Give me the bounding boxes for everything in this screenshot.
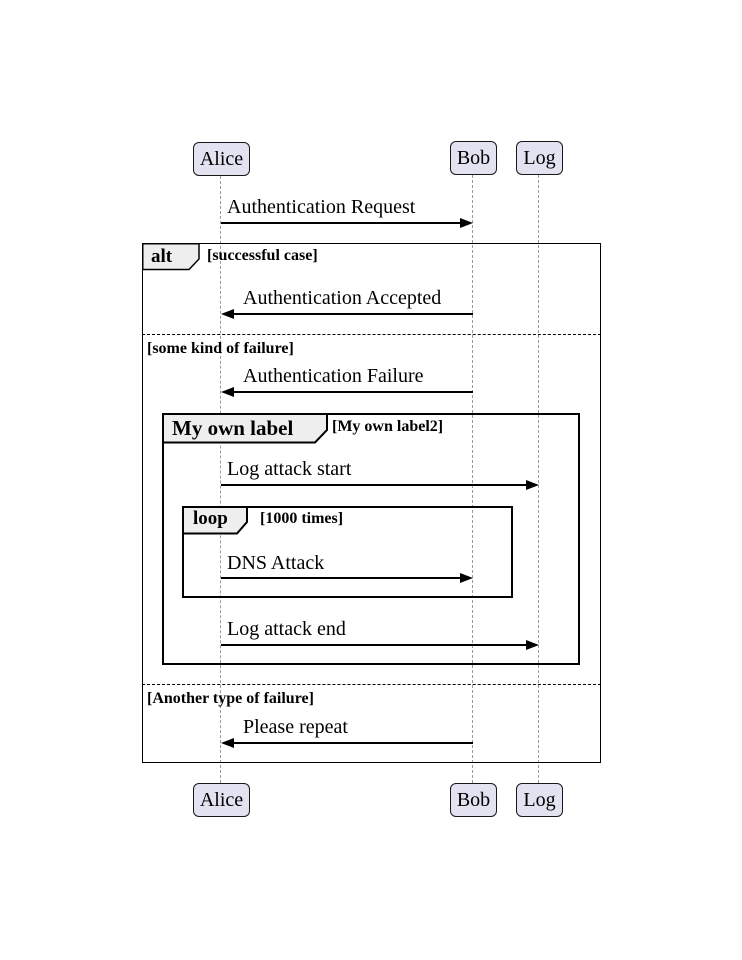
loop-frame	[182, 506, 513, 598]
message-label: Authentication Failure	[243, 365, 424, 387]
message-arrow-line	[221, 644, 528, 646]
lifeline-log	[538, 175, 539, 783]
message-arrow-line	[232, 742, 473, 744]
participant-log-top: Log	[516, 141, 563, 175]
arrowhead-right-icon	[460, 218, 473, 228]
group-keyword: My own label	[172, 416, 294, 440]
group-frame	[162, 413, 580, 665]
alt-keyword-pentagon	[142, 243, 200, 271]
message-label: DNS Attack	[227, 552, 325, 574]
alt-condition-2: [some kind of failure]	[147, 340, 294, 357]
participant-bob-top: Bob	[450, 141, 497, 175]
message-arrow-line	[221, 577, 462, 579]
message-label: Please repeat	[243, 716, 348, 738]
participant-alice-bottom: Alice	[193, 783, 250, 817]
message-arrow-line	[221, 484, 528, 486]
message-arrow-line	[221, 222, 462, 224]
arrowhead-right-icon	[460, 573, 473, 583]
lifeline-alice	[220, 176, 221, 783]
loop-keyword-shape	[182, 506, 248, 535]
arrowhead-left-icon	[221, 309, 234, 319]
lifeline-bob	[472, 175, 473, 783]
message-label: Authentication Accepted	[243, 287, 442, 309]
alt-section-divider-2	[142, 684, 601, 685]
alt-keyword-shape	[142, 243, 200, 271]
loop-keyword: loop	[193, 508, 228, 529]
message-arrow-line	[232, 313, 473, 315]
alt-condition-1: [successful case]	[207, 247, 318, 264]
alt-frame	[142, 243, 601, 763]
participant-alice-top: Alice	[193, 142, 250, 176]
group-keyword-pentagon	[162, 413, 328, 444]
group-keyword-shape	[162, 413, 328, 444]
arrowhead-right-icon	[526, 480, 539, 490]
arrowhead-right-icon	[526, 640, 539, 650]
message-arrow-line	[232, 391, 473, 393]
message-label: Authentication Request	[227, 196, 416, 218]
loop-keyword-pentagon	[182, 506, 248, 535]
arrowhead-left-icon	[221, 387, 234, 397]
alt-keyword: alt	[151, 246, 173, 267]
alt-section-divider-1	[142, 334, 601, 335]
participant-bob-bottom: Bob	[450, 783, 497, 817]
loop-condition: [1000 times]	[260, 510, 344, 527]
group-condition: [My own label2]	[332, 418, 444, 435]
message-label: Log attack start	[227, 458, 352, 480]
arrowhead-left-icon	[221, 738, 234, 748]
alt-condition-3: [Another type of failure]	[147, 690, 314, 707]
message-label: Log attack end	[227, 618, 346, 640]
participant-log-bottom: Log	[516, 783, 563, 817]
